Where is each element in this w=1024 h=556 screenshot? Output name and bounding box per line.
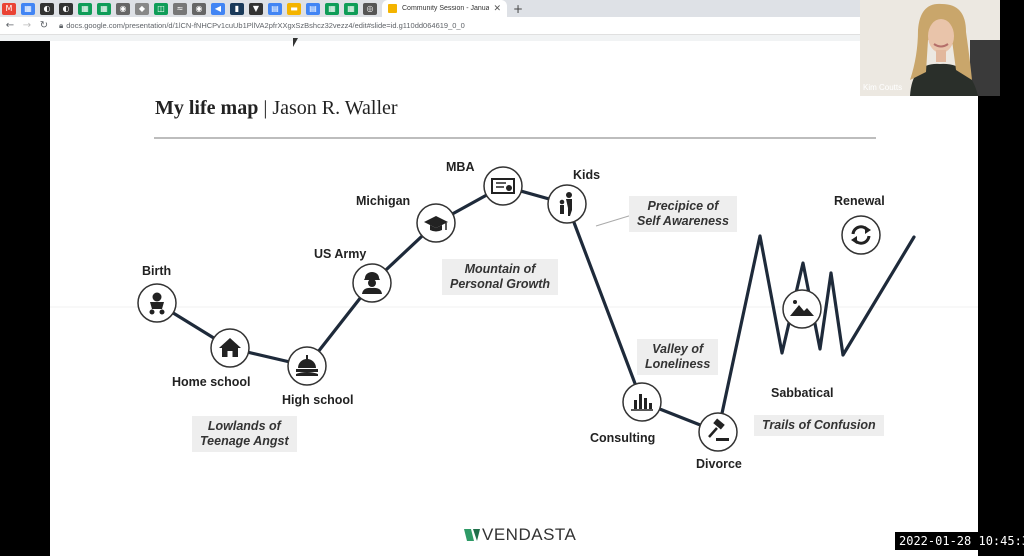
phase-precipice-of-self-awareness: Precipice of Self Awareness [629, 196, 737, 232]
webcam-video-tile[interactable]: Kim Coutts [860, 0, 1000, 96]
vendasta-logo: VENDASTA [464, 525, 576, 545]
gavel-icon [708, 418, 729, 441]
new-tab-button[interactable]: + [513, 1, 524, 16]
milestone-node-renewal [841, 215, 881, 255]
reload-icon[interactable]: ↻ [39, 20, 49, 31]
pinned-tab-1[interactable]: M [2, 2, 16, 15]
milestone-label-consulting: Consulting [590, 431, 656, 445]
mountain-icon [790, 300, 814, 316]
pinned-tab-5[interactable]: ▦ [78, 2, 92, 15]
diploma-icon [491, 178, 515, 194]
browser-tab-bar: M ▦ ◐ ◐ ▦ ▦ ◉ ◆ ◫ ≈ ◉ ◀ ▮ ▼ ▤ ▬ ▤ ▦ ▦ ◎ Community Session -… [0, 0, 860, 17]
graduation-cap-icon [424, 216, 448, 232]
forward-arrow-icon[interactable]: → [22, 20, 32, 31]
phase-trails-of-confusion: Trails of Confusion [754, 415, 884, 436]
phase-mountain-of-personal-growth: Mountain of Personal Growth [442, 259, 559, 295]
phase-line: Self Awareness [637, 214, 729, 228]
slide-title: My life map | Jason R. Waller [155, 97, 398, 120]
pinned-tab-8[interactable]: ◆ [135, 2, 149, 15]
participant-name: Kim Coutts [863, 83, 903, 92]
address-bar: ← → ↻ 🔒︎ docs.google.com/presentation/d/… [0, 17, 860, 35]
milestone-label-us-army: US Army [314, 247, 367, 261]
phase-line: Trails of Confusion [762, 418, 876, 432]
pinned-tab-12[interactable]: ◀ [211, 2, 225, 15]
milestone-label-divorce: Divorce [696, 457, 742, 471]
milestone-node-high-school [287, 346, 327, 386]
phase-line: Lowlands of [207, 419, 281, 433]
milestone-label-kids: Kids [573, 168, 601, 182]
pinned-tab-11[interactable]: ◉ [192, 2, 206, 15]
milestone-label-mba: MBA [446, 160, 475, 174]
webcam-participant-image [860, 0, 1000, 96]
pinned-tab-16[interactable]: ▬ [287, 2, 301, 15]
pinned-tab-9[interactable]: ◫ [154, 2, 168, 15]
milestone-label-home-school: Home school [172, 375, 251, 389]
milestone-node-michigan [416, 203, 456, 243]
close-tab-icon[interactable]: ✕ [493, 3, 501, 13]
pinned-tab-7[interactable]: ◉ [116, 2, 130, 15]
toolbar-strip [0, 35, 860, 41]
callout-pointer [595, 214, 633, 227]
presentation-slide: My life map | Jason R. Waller [50, 41, 978, 556]
pinned-tab-10[interactable]: ≈ [173, 2, 187, 15]
milestone-node-birth [137, 283, 177, 323]
pinned-tab-3[interactable]: ◐ [40, 2, 54, 15]
pinned-tab-20[interactable]: ◎ [363, 2, 377, 15]
pinned-tab-2[interactable]: ▦ [21, 2, 35, 15]
milestone-node-us-army [352, 263, 392, 303]
life-map-diagram [50, 166, 978, 452]
slide-title-author: | Jason R. Waller [258, 97, 398, 119]
bar-chart-icon [631, 394, 653, 411]
refresh-icon [851, 225, 871, 245]
phase-line: Loneliness [645, 357, 711, 371]
pinned-tabs: M ▦ ◐ ◐ ▦ ▦ ◉ ◆ ◫ ≈ ◉ ◀ ▮ ▼ ▤ ▬ ▤ ▦ ▦ ◎ [2, 2, 382, 15]
phase-lowlands-of-teenage-angst: Lowlands of Teenage Angst [192, 416, 297, 452]
life-journey-line [155, 184, 916, 434]
milestone-label-birth: Birth [142, 264, 172, 278]
vendasta-logo-mark [464, 529, 480, 541]
pinned-tab-17[interactable]: ▤ [306, 2, 320, 15]
milestone-node-divorce [698, 412, 738, 452]
school-icon [296, 355, 318, 376]
active-tab-title: Community Session - January 28 [402, 5, 490, 12]
pinned-tab-14[interactable]: ▼ [249, 2, 263, 15]
pinned-tab-6[interactable]: ▦ [97, 2, 111, 15]
active-tab[interactable]: Community Session - January 28 ✕ [382, 0, 507, 17]
slide-title-bold: My life map [155, 97, 259, 119]
url-field[interactable]: docs.google.com/presentation/d/1lCN-fNHC… [66, 21, 465, 30]
phase-line: Mountain of [464, 262, 536, 276]
family-icon [559, 192, 572, 216]
recording-timestamp: 2022-01-28 10:45:30 [895, 532, 1024, 550]
mouse-cursor [293, 38, 301, 47]
milestone-node-home-school [210, 328, 250, 368]
pinned-tab-13[interactable]: ▮ [230, 2, 244, 15]
pinned-tab-18[interactable]: ▦ [325, 2, 339, 15]
milestone-label-high-school: High school [282, 393, 354, 407]
title-underline [154, 137, 876, 139]
milestone-node-sabbatical [782, 289, 822, 329]
phase-line: Teenage Angst [200, 434, 289, 448]
phase-valley-of-loneliness: Valley of Loneliness [637, 339, 719, 375]
milestone-label-sabbatical: Sabbatical [771, 386, 834, 400]
slides-icon [388, 4, 397, 13]
phase-line: Personal Growth [450, 277, 551, 291]
house-icon [219, 338, 241, 357]
pinned-tab-19[interactable]: ▦ [344, 2, 358, 15]
vendasta-logo-text: VENDASTA [482, 525, 577, 544]
milestone-node-consulting [622, 382, 662, 422]
pinned-tab-4[interactable]: ◐ [59, 2, 73, 15]
back-arrow-icon[interactable]: ← [5, 20, 15, 31]
lock-icon[interactable]: 🔒︎ [59, 20, 64, 30]
phase-line: Precipice of [647, 199, 719, 213]
milestone-label-michigan: Michigan [356, 194, 411, 208]
milestone-label-renewal: Renewal [834, 194, 885, 208]
milestone-node-kids [547, 184, 587, 224]
milestone-node-mba [483, 166, 523, 206]
pinned-tab-15[interactable]: ▤ [268, 2, 282, 15]
soldier-icon [362, 272, 382, 294]
baby-icon [149, 292, 165, 315]
phase-line: Valley of [652, 342, 704, 356]
